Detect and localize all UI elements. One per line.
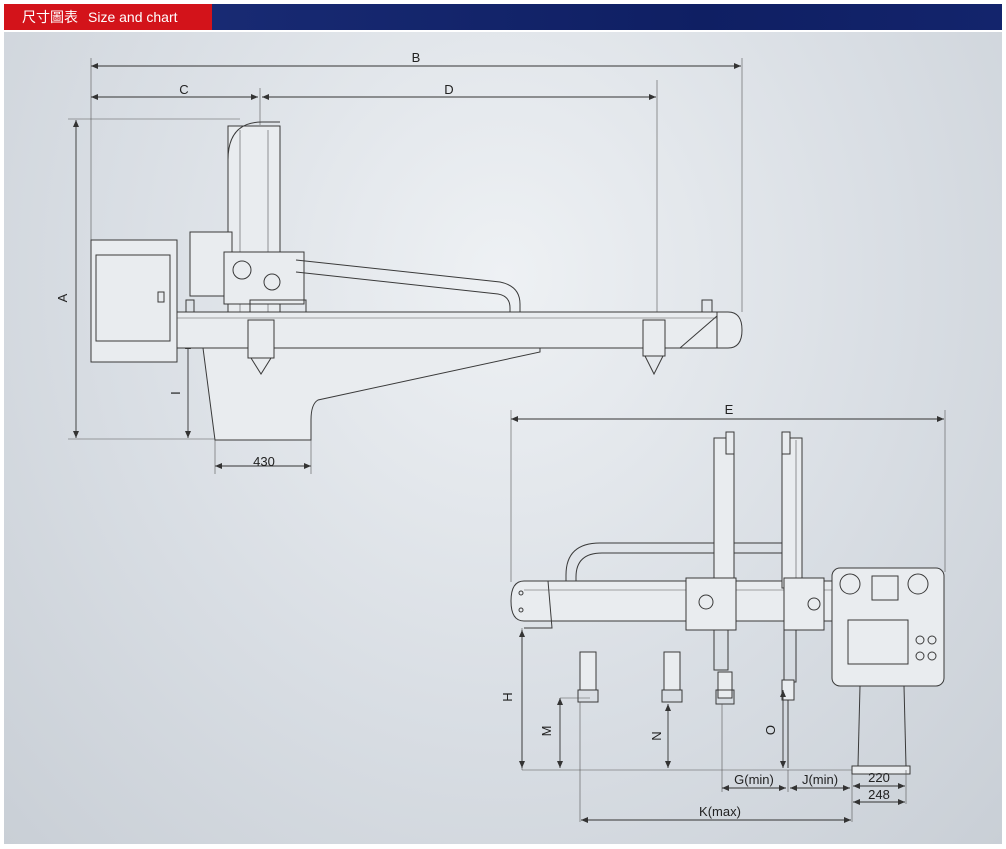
label-e: E [725,402,734,417]
header: 尺寸圖表 Size and chart [0,0,1006,32]
label-a: A [55,293,70,302]
front-control-box [831,567,945,687]
front-beam [510,580,839,622]
label-c: C [179,82,188,97]
label-j: J(min) [802,772,838,787]
header-title-tab: 尺寸圖表 Size and chart [4,4,212,30]
front-arm-2 [781,437,803,589]
drawing-area [4,32,1002,844]
label-d: D [444,82,453,97]
header-title-en: Size and chart [88,9,178,25]
header-title-zh: 尺寸圖表 [22,9,78,25]
base-support [202,347,541,441]
label-h: H [500,692,515,701]
side-view: B C D A I 430 [55,50,743,474]
front-view: E H M N O G(min) J(min) 220 248 K(max) [500,402,946,823]
label-248: 248 [868,787,890,802]
label-n: N [649,731,664,740]
label-m: M [539,726,554,737]
control-cabinet [90,239,178,363]
label-430: 430 [253,454,275,469]
label-g: G(min) [734,772,774,787]
label-b: B [412,50,421,65]
label-i: I [168,391,183,395]
label-220: 220 [868,770,890,785]
front-arm-1 [713,437,735,589]
label-k: K(max) [699,804,741,819]
label-o: O [763,725,778,735]
